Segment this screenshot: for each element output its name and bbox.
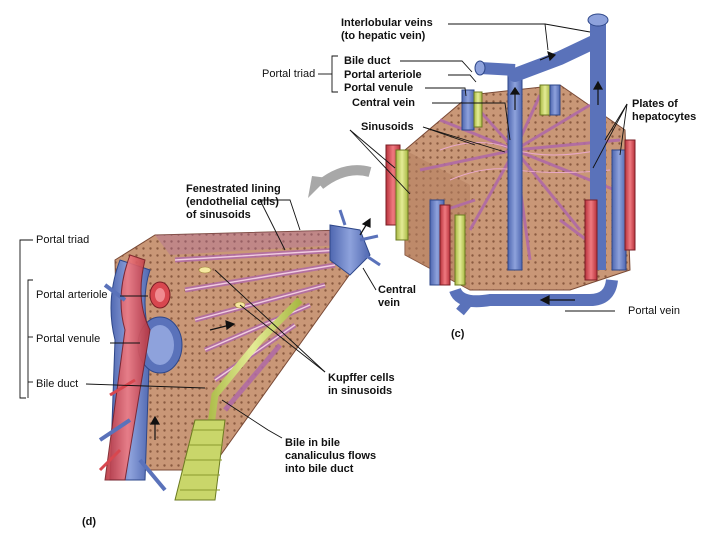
label-sinusoids: Sinusoids (361, 121, 414, 133)
figure-label-d: (d) (82, 516, 97, 528)
label-portal-triad-d: Portal triad (36, 234, 90, 246)
label-portal-vein: Portal vein (628, 305, 680, 317)
label-bile-in-bile: Bile in bile (285, 437, 341, 449)
label-portal-triad-c: Portal triad (262, 68, 316, 80)
label-bile-duct-d: Bile duct (36, 378, 79, 390)
label-interlobular-veins: Interlobular veins (341, 17, 433, 29)
label-hepatocytes: hepatocytes (632, 111, 697, 123)
wedge-d-illustration (98, 209, 381, 501)
label-central-vein-d: Central (378, 284, 416, 296)
label-fenestrated-lining: Fenestrated lining (186, 183, 281, 195)
label-portal-venule-d: Portal venule (36, 333, 101, 345)
label-canaliculus-flows: canaliculus flows (285, 450, 377, 462)
label-portal-venule-c: Portal venule (344, 82, 414, 94)
label-bile-duct-c: Bile duct (344, 55, 391, 67)
label-portal-arteriole-c: Portal arteriole (344, 69, 422, 81)
figure-label-c: (c) (451, 328, 465, 340)
label-plates-of: Plates of (632, 98, 678, 110)
label-in-sinusoids: in sinusoids (328, 385, 393, 397)
label-kupffer-cells: Kupffer cells (328, 372, 395, 384)
portal-triad-columns (385, 84, 636, 286)
pointer-arrow (316, 165, 372, 189)
label-interlobular-veins-sub: (to hepatic vein) (341, 30, 426, 42)
label-central-vein-c: Central vein (352, 97, 415, 109)
label-endothelial-cells: (endothelial cells) (186, 196, 279, 208)
label-central-vein-d-2: vein (378, 297, 401, 309)
lobule-c-illustration (385, 13, 636, 316)
label-portal-arteriole-d: Portal arteriole (36, 289, 108, 301)
leader-lines (19, 23, 628, 439)
label-of-sinusoids: of sinusoids (186, 209, 251, 221)
label-into-bile-duct: into bile duct (285, 463, 354, 475)
